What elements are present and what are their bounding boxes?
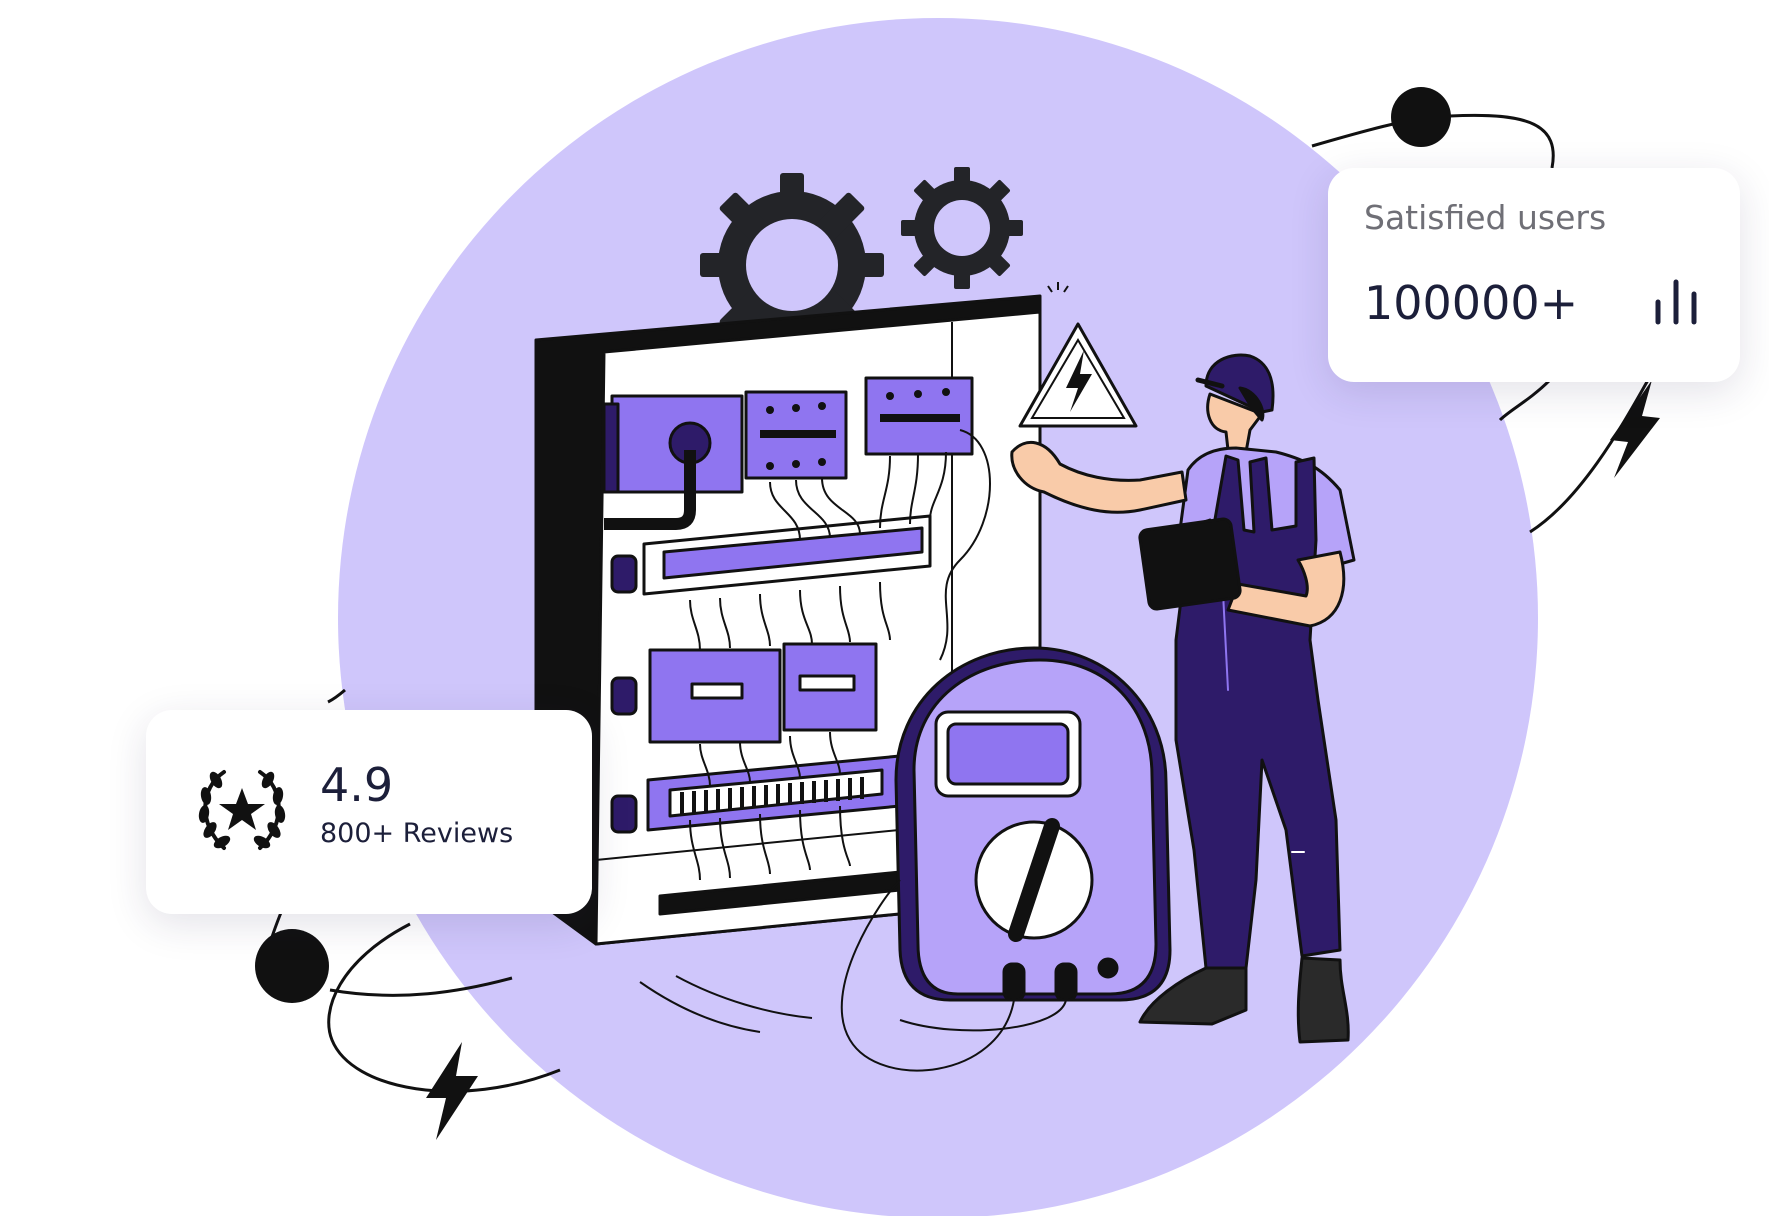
reviews-count: 800+ Reviews xyxy=(320,818,514,849)
gear-icon xyxy=(700,173,884,357)
lightning-bolt-icon xyxy=(426,1042,478,1140)
satisfied-users-value: 100000+ xyxy=(1364,276,1579,330)
gear-icon xyxy=(901,167,1023,289)
orbit-dot-top xyxy=(1391,87,1451,147)
spark-icon xyxy=(1047,282,1069,293)
motion-lines xyxy=(639,975,813,1033)
rating-card: 4.9 800+ Reviews xyxy=(146,710,592,914)
electrician-worker xyxy=(1010,353,1356,1044)
laurel-star-icon xyxy=(198,770,286,850)
orbit-lines xyxy=(263,113,1650,1093)
warning-sign-icon xyxy=(1018,322,1138,428)
bar-chart-icon xyxy=(1655,279,1697,325)
satisfied-users-label: Satisfied users xyxy=(1364,198,1607,237)
satisfied-users-card: Satisfied users 100000+ xyxy=(1328,168,1740,382)
lightning-bolt-icon xyxy=(1610,380,1660,478)
orbit-dot-bottom xyxy=(255,929,329,1003)
multimeter xyxy=(840,646,1172,1072)
rating-value: 4.9 xyxy=(320,758,394,812)
